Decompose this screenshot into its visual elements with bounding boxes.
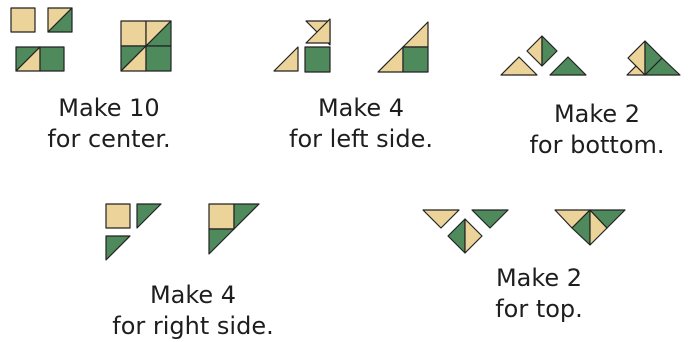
green-triangle-piece [105,235,131,261]
left-side-unit-quantity: Make 4 [317,94,405,122]
green-triangle-piece [589,209,626,229]
bottom-unit-placement: for bottom. [529,131,665,159]
right-side-unit-pieces [105,203,162,261]
split-diamond-tan-half [464,218,483,254]
center-unit-placement: for center. [47,125,171,153]
center-unit-caption: Make 10 for center. [24,93,194,155]
bottom-unit-quantity: Make 2 [553,100,641,128]
left-side-unit-placement: for left side. [289,125,433,153]
left-side-unit-pieces [273,18,331,73]
split-diamond-green-half [447,218,466,254]
split-diamond-tan-half [526,35,543,67]
tan-triangle-piece [305,18,331,44]
bottom-unit-assembled [626,40,681,76]
green-triangle-piece [208,228,235,255]
green-square-piece [402,46,429,73]
right-side-unit-placement: for right side. [112,312,274,340]
green-square-piece [145,45,172,72]
green-square-piece [39,46,65,72]
green-triangle-piece [233,203,260,230]
tan-triangle-piece [422,209,460,229]
tan-square-piece [105,203,131,229]
green-triangle-piece [549,56,587,76]
right-side-unit-caption: Make 4 for right side. [108,280,278,342]
bottom-unit-pieces [500,35,587,76]
left-side-unit-caption: Make 4 for left side. [276,93,446,155]
tan-triangle-piece [500,56,538,76]
top-unit-pieces [422,209,509,254]
tan-triangle-piece [377,46,404,73]
tan-triangle-piece [402,21,429,48]
top-unit-quantity: Make 2 [495,264,583,292]
tan-square-piece [10,7,36,33]
left-side-unit-assembled [377,21,429,73]
top-unit-placement: for top. [495,295,583,323]
top-unit-assembled [554,209,626,246]
tan-triangle-piece [273,46,299,72]
top-unit-caption: Make 2 for top. [454,263,624,325]
split-diamond-green-half [541,35,558,67]
half-square-triangle-piece [47,7,73,33]
right-side-unit-assembled [208,203,260,255]
center-unit-quantity: Make 10 [58,94,160,122]
green-triangle-piece [471,209,509,229]
center-unit-pieces [10,7,73,72]
green-triangle-piece [644,57,681,76]
green-square-piece [304,46,331,73]
bottom-unit-caption: Make 2 for bottom. [512,99,682,161]
center-unit-assembled [120,20,172,72]
green-triangle-piece [136,203,162,229]
tan-square-piece [120,20,147,47]
right-side-unit-quantity: Make 4 [149,281,237,309]
tan-square-piece [208,203,235,230]
